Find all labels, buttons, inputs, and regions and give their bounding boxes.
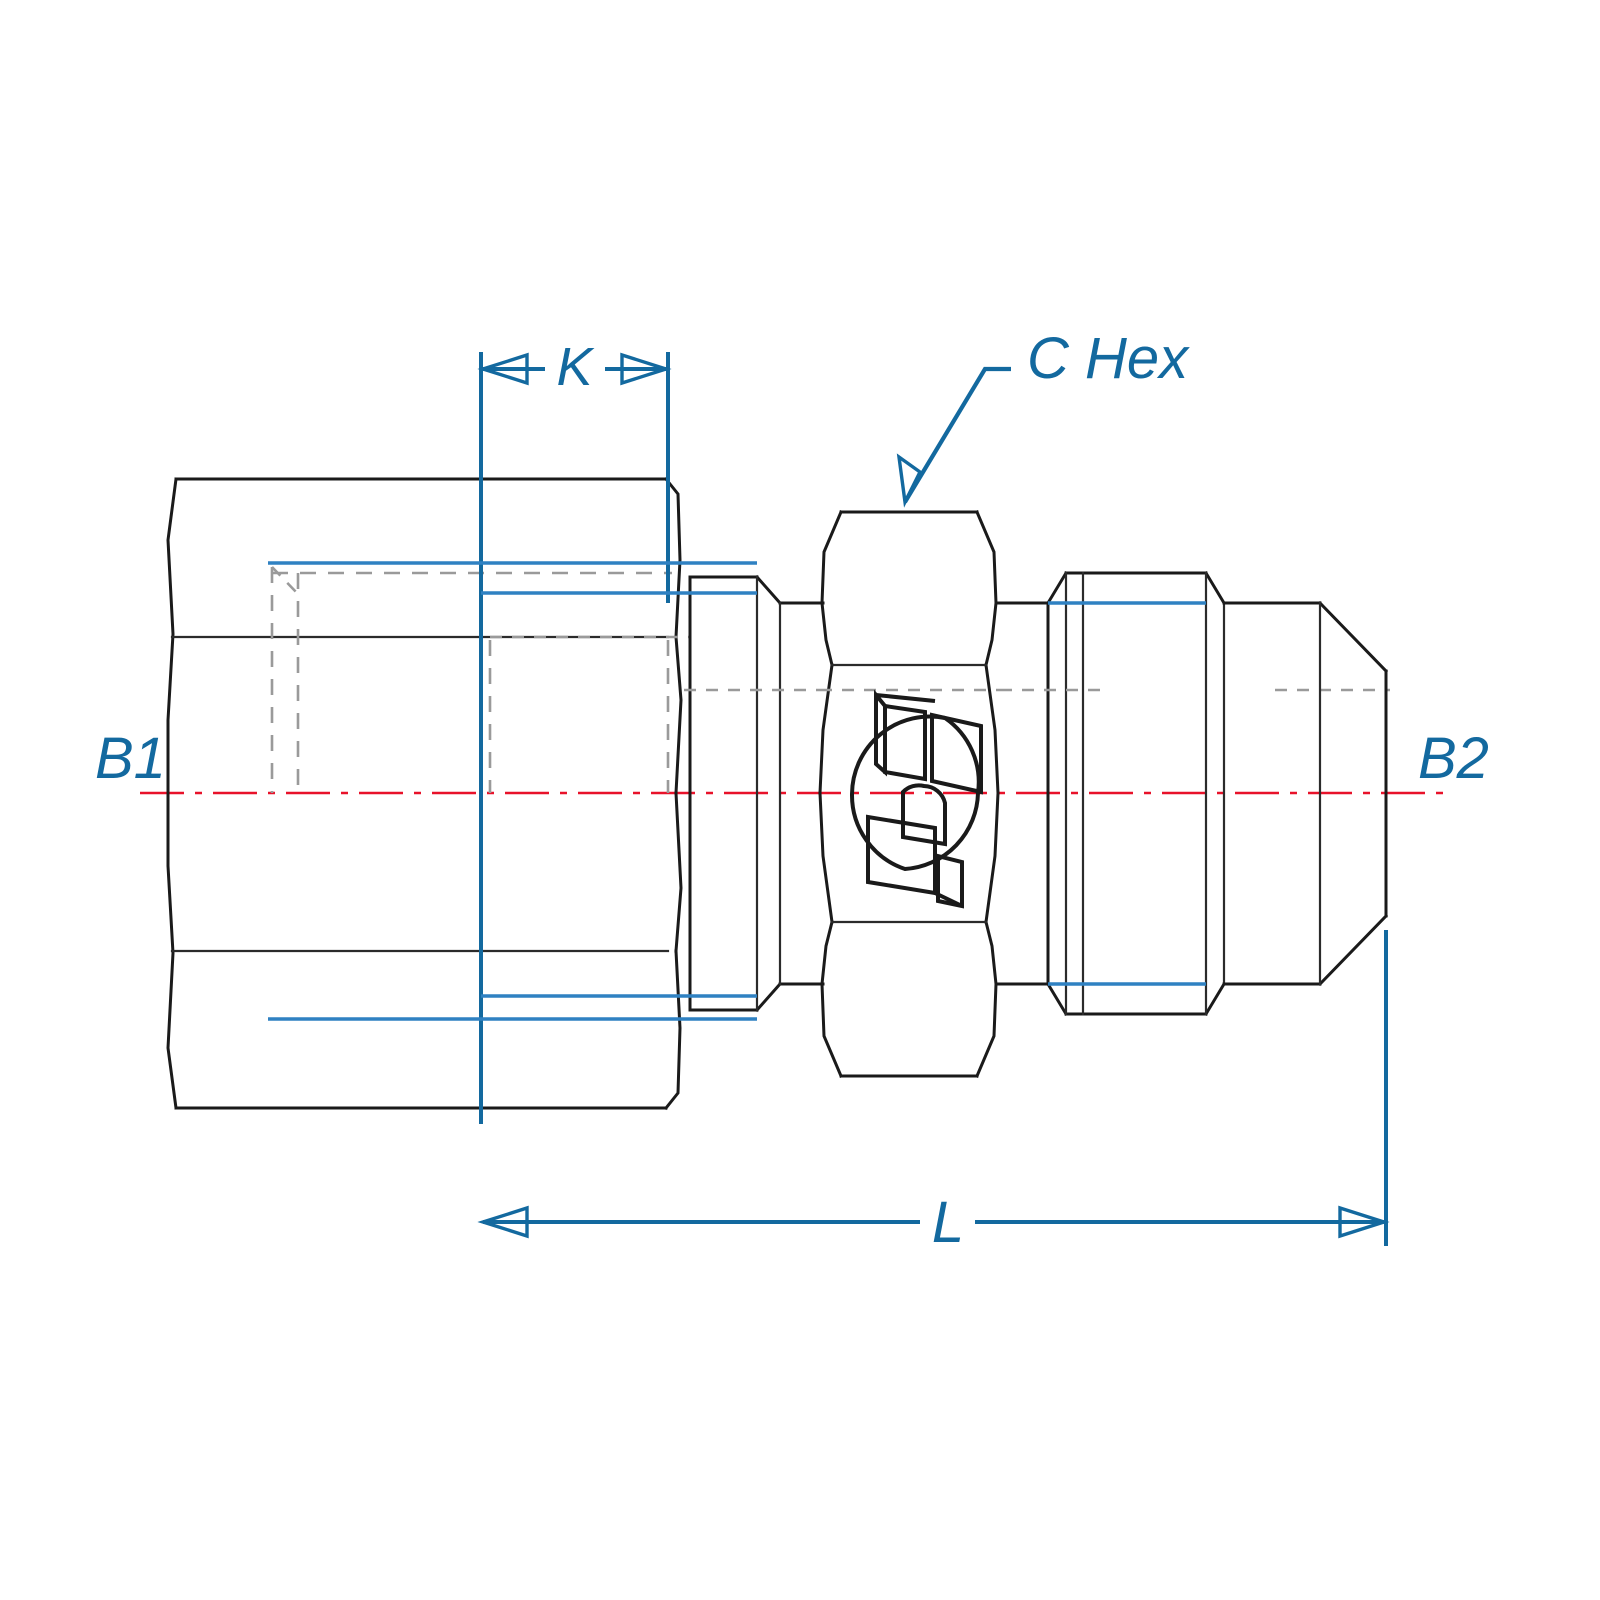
arrowhead-left-L [477, 1205, 529, 1239]
callout-b2: B2 [1418, 726, 1489, 791]
thread-shoulder-sleeve [684, 574, 825, 1013]
c-hex-leader-line [903, 366, 1011, 504]
arrowhead-left-K [477, 352, 529, 386]
callout-b1: B1 [95, 726, 166, 791]
callout-label-c-hex: C Hex [1027, 326, 1190, 391]
male-jic-thread-section [994, 570, 1390, 1017]
female-thread-hidden-detail [270, 566, 690, 793]
dimension-L: L [477, 930, 1390, 1255]
manufacturer-logo-emboss [849, 689, 983, 909]
arrowhead-right-L [1338, 1205, 1390, 1239]
dimension-label-K: K [556, 337, 594, 397]
arrowhead-right-K [620, 352, 672, 386]
thread-extent-highlights [268, 561, 1206, 1021]
callout-c-hex: C Hex [896, 326, 1190, 508]
male-flare-cone [1222, 600, 1389, 987]
female-swivel-nut [166, 476, 683, 1111]
center-wrench-hex [818, 510, 1000, 1078]
arrowhead-c-hex [896, 453, 923, 508]
dimension-label-L: L [932, 1190, 964, 1255]
callout-label-b2: B2 [1418, 726, 1489, 791]
callout-label-b1: B1 [95, 726, 166, 791]
dimension-K: K [477, 337, 672, 1124]
